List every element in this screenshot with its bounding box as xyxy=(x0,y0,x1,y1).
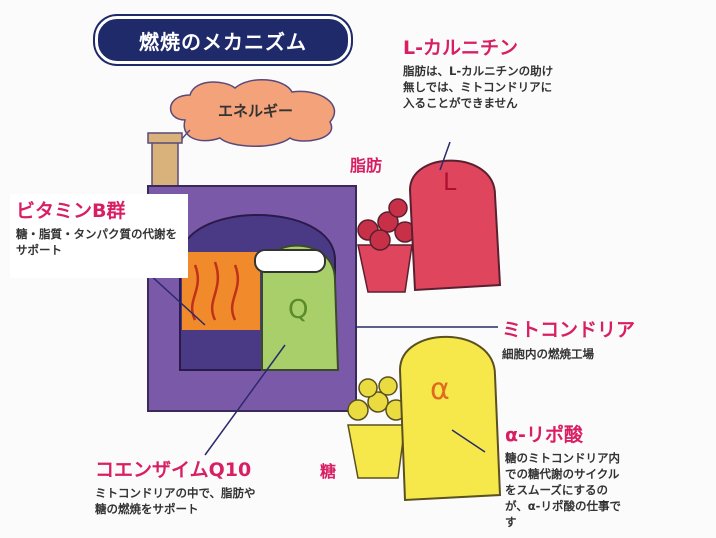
l-character-letter: L xyxy=(443,168,457,196)
alpha-lipoic-heading: α-リポ酸 xyxy=(505,424,583,446)
sugar-basket xyxy=(347,424,406,479)
vitamin-b-heading: ビタミンB群 xyxy=(16,200,126,222)
energy-cloud xyxy=(169,78,336,147)
mitochondria-heading: ミトコンドリア xyxy=(502,319,636,341)
vitamin-b-annotation: ビタミンB群 糖・脂質・タンパク質の代謝をサポート xyxy=(10,194,188,278)
sugar-label: 糖 xyxy=(320,462,337,481)
alpha-lipoic-annotation: α-リポ酸 糖のミトコンドリア内での糖代謝のサイクルをスムーズにするのが、α-リ… xyxy=(505,420,623,530)
mitochondria-annotation: ミトコンドリア 細胞内の燃焼工場 xyxy=(502,315,652,362)
l-carnitine-text: 脂肪は、L-カルニチンの助け無しでは、ミトコンドリアに入ることができません xyxy=(403,64,554,110)
energy-label: エネルギー xyxy=(218,102,294,120)
fat-basket xyxy=(357,244,413,293)
alpha-lipoic-character xyxy=(398,335,502,502)
alpha-lipoic-text: 糖のミトコンドリア内での糖代謝のサイクルをスムーズにするのが、α-リポ酸の仕事で… xyxy=(505,451,621,529)
l-carnitine-heading: L-カルニチン xyxy=(403,37,518,59)
l-carnitine-annotation: L-カルニチン 脂肪は、L-カルニチンの助け無しでは、ミトコンドリアに入ることが… xyxy=(403,33,563,111)
mitochondria-text: 細胞内の燃焼工場 xyxy=(502,347,594,361)
coenzyme-q10-heading: コエンザイムQ10 xyxy=(95,459,252,481)
page-title: 燃焼のメカニズム xyxy=(95,16,351,64)
alpha-character-letter: α xyxy=(430,372,450,407)
fat-label: 脂肪 xyxy=(350,156,383,175)
coenzyme-q10-text: ミトコンドリアの中で、脂肪や糖の燃焼をサポート xyxy=(95,486,256,516)
q-character-letter: Q xyxy=(288,295,309,325)
l-carnitine-character xyxy=(408,159,502,292)
coenzyme-q10-annotation: コエンザイムQ10 ミトコンドリアの中で、脂肪や糖の燃焼をサポート xyxy=(95,455,265,517)
vitamin-b-text: 糖・脂質・タンパク質の代謝をサポート xyxy=(16,227,177,257)
